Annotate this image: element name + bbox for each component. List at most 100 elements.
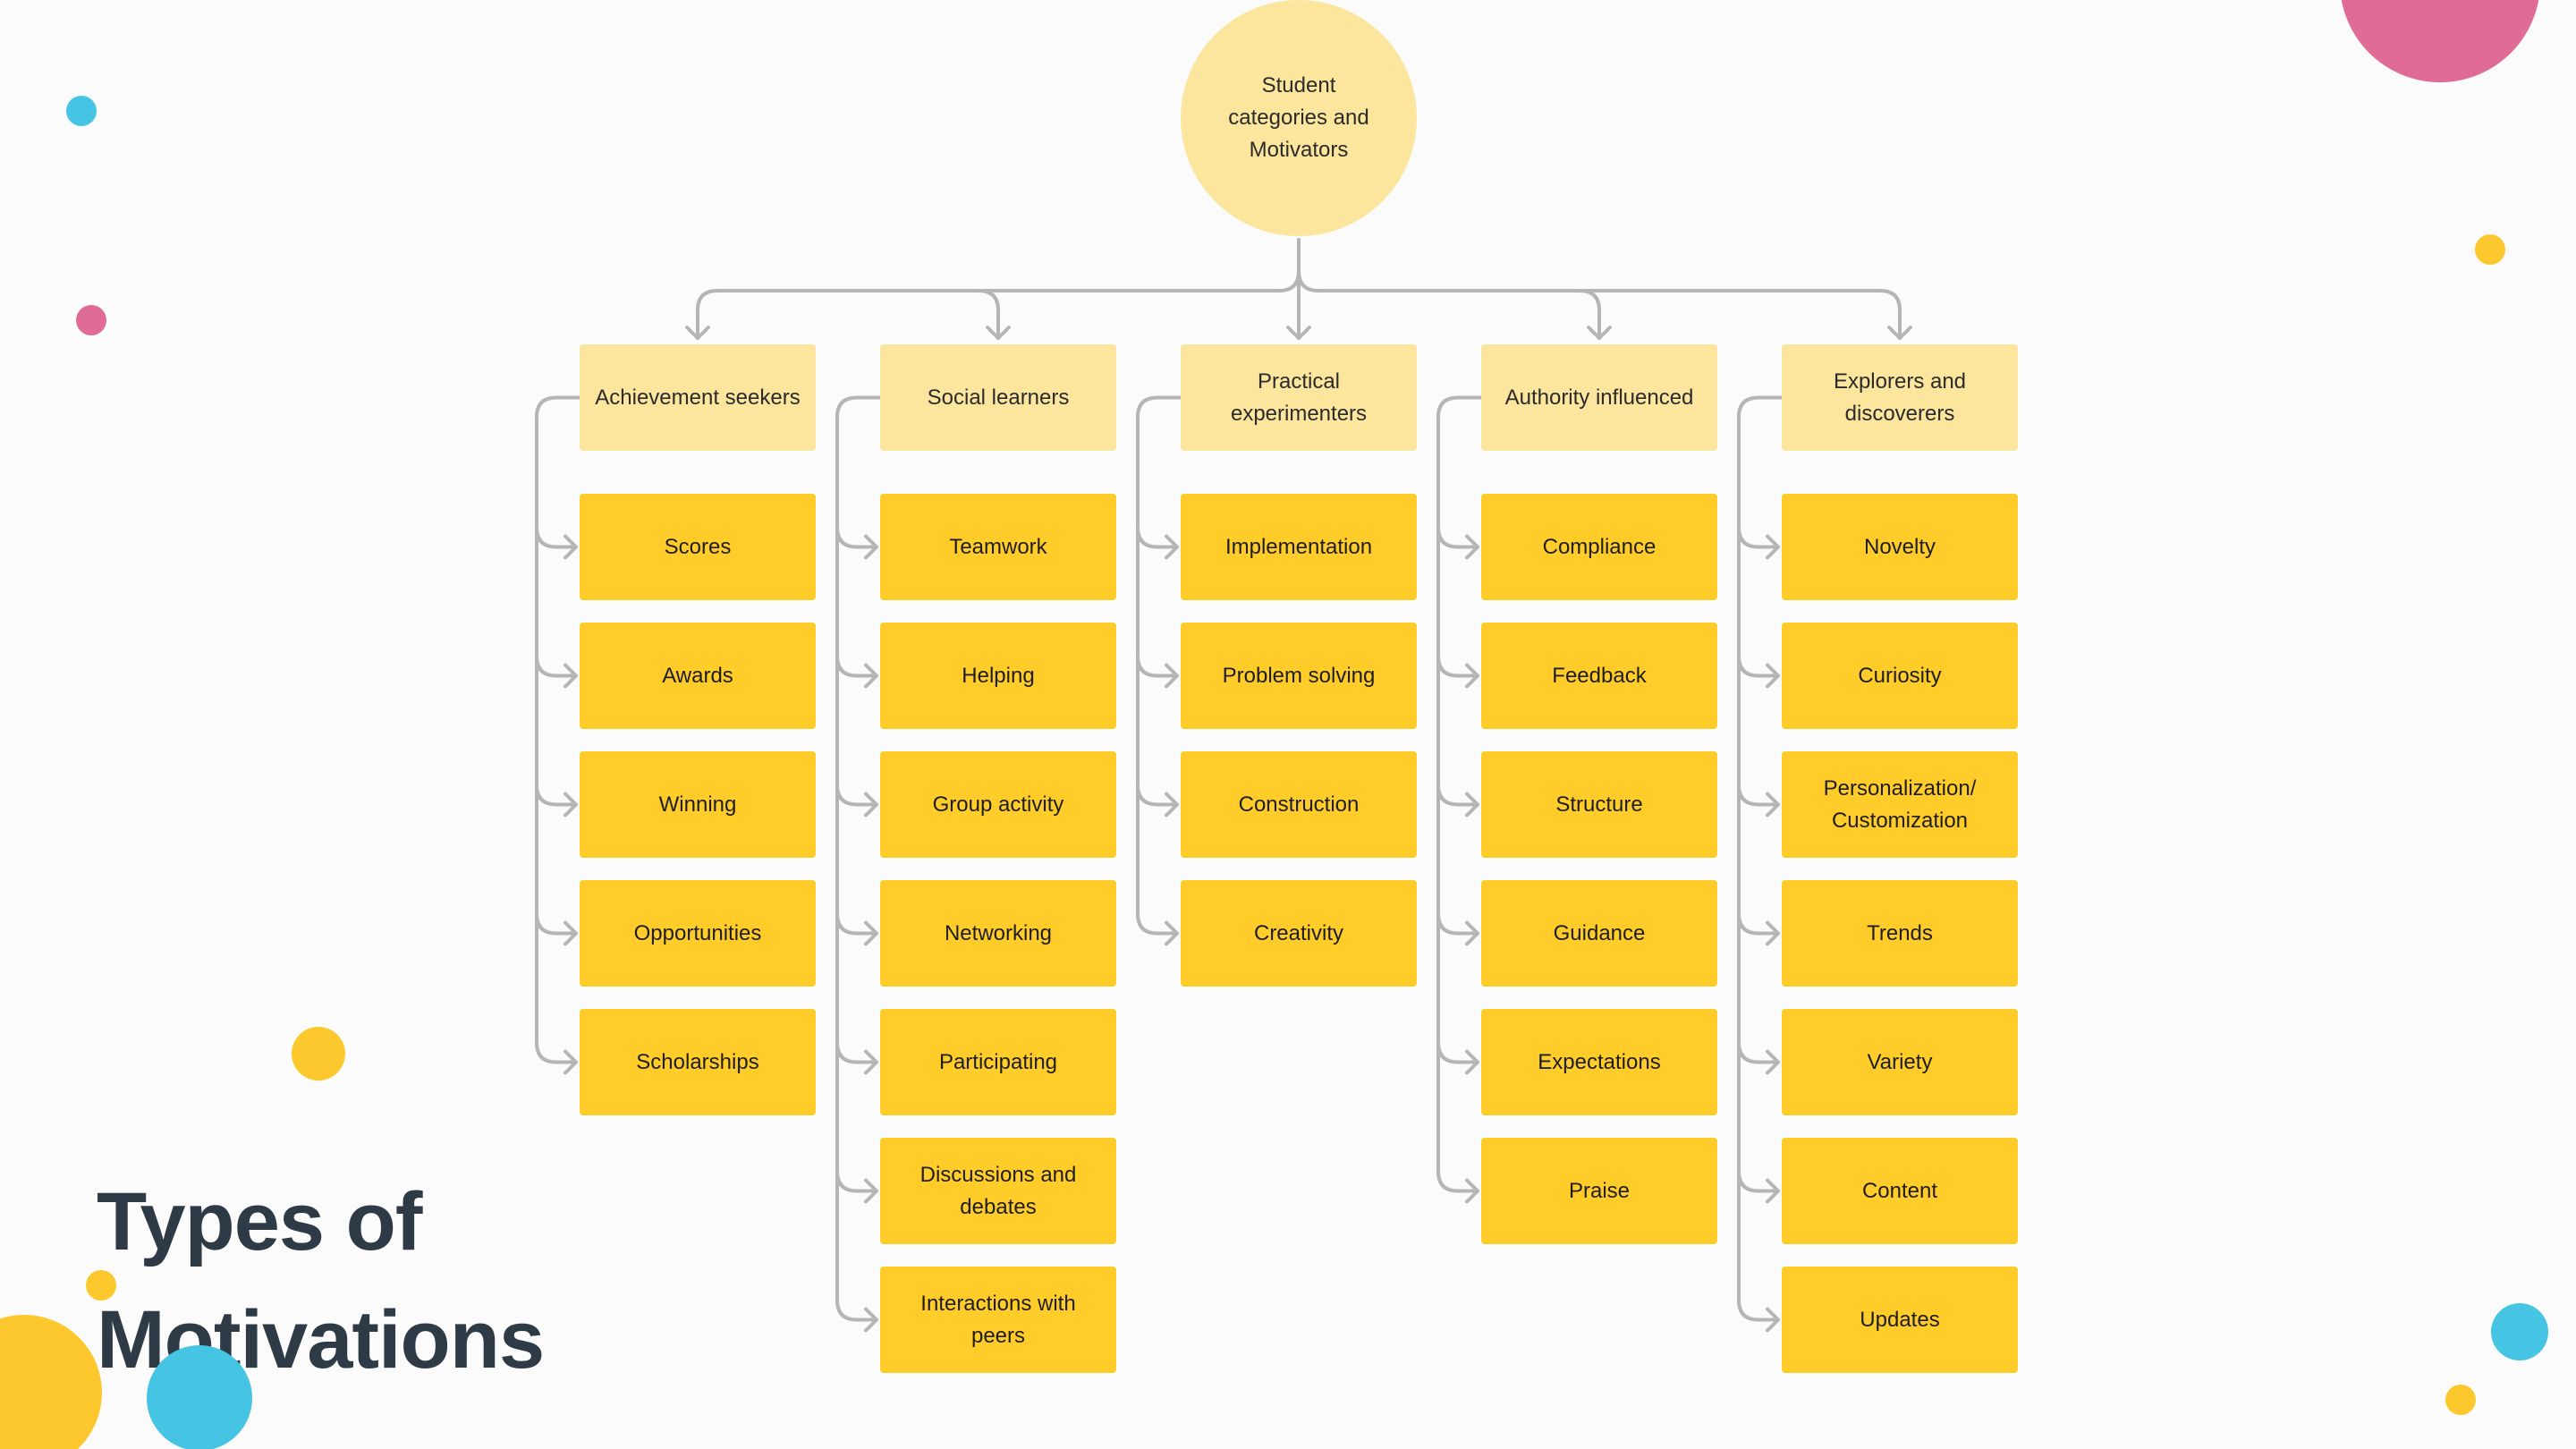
motivator-box: Interactions with peers — [880, 1267, 1116, 1373]
bracket-branch — [835, 1040, 878, 1064]
decor-dot-blue-top-left — [66, 96, 97, 126]
bracket-arrow — [564, 1049, 578, 1075]
bracket-rail-0 — [535, 395, 581, 1045]
bracket-branch — [1436, 1169, 1479, 1193]
bracket-branch — [1737, 1040, 1780, 1064]
motivator-box: Helping — [880, 623, 1116, 729]
bracket-arrow — [1465, 534, 1479, 560]
motivator-box: Trends — [1782, 880, 2018, 987]
bracket-branch — [835, 783, 878, 807]
root-stem-arrow — [1286, 326, 1311, 340]
bracket-rail-4 — [1737, 395, 1784, 1302]
bracket-branch — [535, 654, 578, 678]
bracket-arrow — [864, 534, 878, 560]
bracket-arrow — [1766, 534, 1780, 560]
bracket-branch — [1737, 911, 1780, 936]
bracket-branch — [1136, 525, 1179, 549]
bus-line-left — [696, 269, 1301, 340]
motivator-box: Creativity — [1181, 880, 1417, 987]
motivator-box: Teamwork — [880, 494, 1116, 600]
bracket-arrow — [564, 792, 578, 818]
bracket-branch — [535, 783, 578, 807]
motivator-box: Praise — [1481, 1138, 1717, 1244]
bracket-arrow — [1766, 792, 1780, 818]
bracket-branch — [1136, 911, 1179, 936]
motivator-box: Expectations — [1481, 1009, 1717, 1115]
motivator-box: Construction — [1181, 751, 1417, 858]
motivator-box: Compliance — [1481, 494, 1717, 600]
bracket-arrow — [1766, 1307, 1780, 1333]
motivator-box: Participating — [880, 1009, 1116, 1115]
bus-drop-3 — [1578, 289, 1601, 340]
bracket-branch — [1436, 911, 1479, 936]
motivator-box: Personalization/ Customization — [1782, 751, 2018, 858]
motivator-box: Feedback — [1481, 623, 1717, 729]
bracket-branch — [535, 1040, 578, 1064]
slide-title-line-1: Types of — [97, 1176, 422, 1267]
bus-arrow-1 — [986, 326, 1011, 340]
bracket-arrow — [1465, 1049, 1479, 1075]
bracket-arrow — [1165, 792, 1179, 818]
decor-dot-pink-left — [76, 305, 106, 335]
bracket-branch — [835, 1169, 878, 1193]
bracket-arrow — [1465, 663, 1479, 689]
bracket-branch — [835, 654, 878, 678]
motivator-box: Content — [1782, 1138, 2018, 1244]
bracket-branch — [835, 911, 878, 936]
decor-dot-blue-bottom-left — [147, 1345, 252, 1449]
motivator-box: Implementation — [1181, 494, 1417, 600]
motivator-box: Variety — [1782, 1009, 2018, 1115]
bracket-branch — [835, 1298, 878, 1322]
decor-dot-blue-bottom-right — [2491, 1303, 2548, 1360]
bracket-arrow — [1465, 920, 1479, 946]
bracket-branch — [1737, 1298, 1780, 1322]
bracket-rail-3 — [1436, 395, 1483, 1174]
decor-dot-yellow-left — [292, 1027, 345, 1080]
bracket-arrow — [564, 920, 578, 946]
bracket-arrow — [864, 920, 878, 946]
motivator-box: Winning — [580, 751, 816, 858]
bracket-arrow — [864, 792, 878, 818]
bracket-branch — [1436, 783, 1479, 807]
bracket-arrow — [1165, 663, 1179, 689]
bracket-branch — [1436, 1040, 1479, 1064]
motivator-box: Scholarships — [580, 1009, 816, 1115]
motivator-box: Networking — [880, 880, 1116, 987]
decor-dot-yellow-bottom-right — [2445, 1385, 2476, 1415]
motivator-box: Curiosity — [1782, 623, 2018, 729]
bracket-arrow — [864, 1307, 878, 1333]
bracket-arrow — [1766, 920, 1780, 946]
category-header-social-learners: Social learners — [880, 344, 1116, 451]
motivator-box: Structure — [1481, 751, 1717, 858]
motivator-box: Scores — [580, 494, 816, 600]
motivator-box: Awards — [580, 623, 816, 729]
bracket-branch — [535, 525, 578, 549]
bracket-branch — [1737, 1169, 1780, 1193]
bracket-branch — [1737, 525, 1780, 549]
bracket-branch — [1737, 654, 1780, 678]
motivator-box: Novelty — [1782, 494, 2018, 600]
bracket-branch — [1737, 783, 1780, 807]
motivator-box: Problem solving — [1181, 623, 1417, 729]
motivator-box: Guidance — [1481, 880, 1717, 987]
bracket-branch — [1136, 783, 1179, 807]
bracket-arrow — [1766, 1049, 1780, 1075]
bracket-branch — [835, 525, 878, 549]
bracket-rail-2 — [1136, 395, 1182, 916]
bus-line-right — [1297, 269, 1902, 340]
bracket-arrow — [864, 1049, 878, 1075]
decor-dot-yellow-bottom-left-small — [86, 1270, 116, 1301]
motivator-box: Updates — [1782, 1267, 2018, 1373]
category-header-achievement-seekers: Achievement seekers — [580, 344, 816, 451]
bracket-rail-1 — [835, 395, 882, 1302]
bus-arrow-4 — [1887, 326, 1912, 340]
bracket-arrow — [1165, 920, 1179, 946]
category-header-explorers-and-discoverers: Explorers and discoverers — [1782, 344, 2018, 451]
motivator-box: Opportunities — [580, 880, 816, 987]
bus-arrow-0 — [685, 326, 710, 340]
bracket-branch — [1436, 525, 1479, 549]
category-header-authority-influenced: Authority influenced — [1481, 344, 1717, 451]
category-header-practical-experimenters: Practical experimenters — [1181, 344, 1417, 451]
bracket-arrow — [564, 663, 578, 689]
